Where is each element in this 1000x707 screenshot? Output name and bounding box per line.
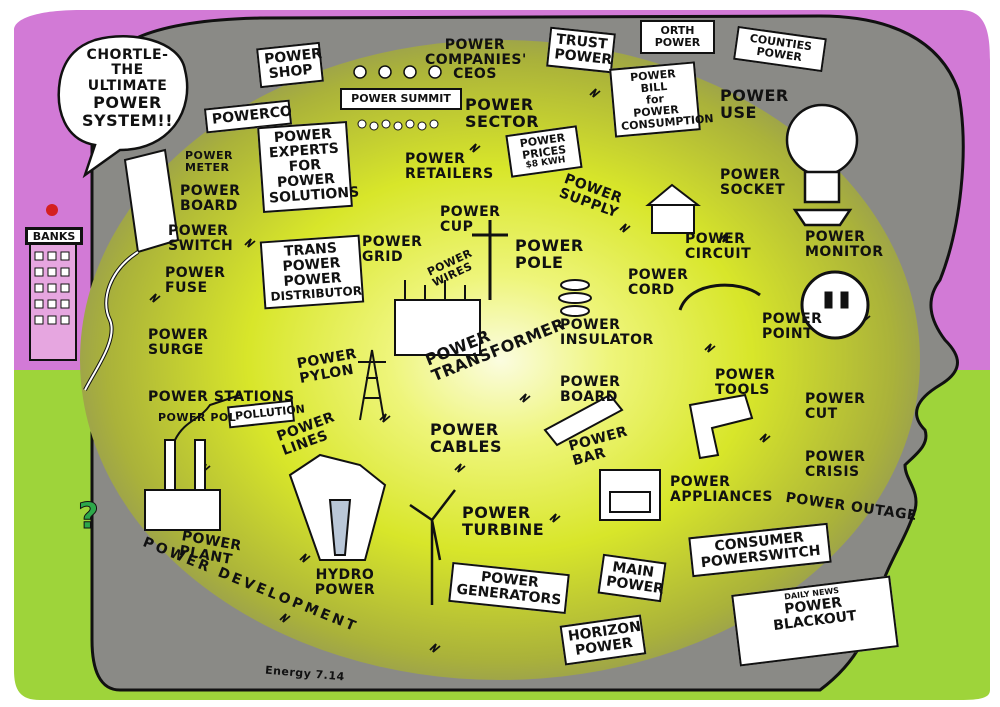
- meter-box-icon: [83, 148, 180, 391]
- question-mark-icon: ?: [78, 496, 99, 537]
- power-cord-label: POWER CORD: [628, 267, 689, 298]
- power-cut-label: POWER CUT: [805, 391, 866, 422]
- power-pole-icon: [472, 220, 508, 300]
- insulator-icon: [558, 279, 592, 317]
- summit-speakers-icon: [353, 65, 442, 79]
- wind-turbine-icon: [409, 489, 456, 605]
- speech-bubble: [57, 35, 189, 179]
- power-companies-ceos-label: POWER COMPANIES' CEOS: [425, 37, 527, 83]
- power-switch-label: POWER SWITCH: [168, 223, 234, 254]
- power-meter-label: POWER METER: [185, 149, 234, 174]
- power-point-outlet-icon: [800, 270, 870, 340]
- power-point-label: POWER POINT: [762, 311, 823, 342]
- power-stations-label: POWER STATIONS: [148, 389, 295, 405]
- power-turbine-label: POWER TURBINE: [462, 503, 545, 539]
- power-strip-icon: [543, 393, 624, 447]
- power-plant-icon: [144, 394, 241, 531]
- hydro-dam-icon: [288, 453, 387, 561]
- power-summit-box: POWER SUMMIT: [340, 88, 462, 110]
- power-pole-label: POWER POLE: [515, 236, 584, 272]
- substation-icon: [394, 280, 481, 356]
- power-use-label: POWER USE: [720, 86, 789, 122]
- power-circuit-label: POWER CIRCUIT: [685, 231, 752, 262]
- drill-icon: [688, 393, 754, 460]
- banks-sign: BANKS: [26, 228, 82, 244]
- power-insulator-label: POWER INSULATOR: [560, 317, 654, 348]
- power-board-left-label: POWER BOARD: [180, 183, 241, 214]
- power-surge-label: POWER SURGE: [148, 327, 209, 358]
- hydro-power-label: HYDRO POWER: [314, 567, 376, 598]
- power-cables-label: POWER CABLES: [430, 420, 502, 456]
- power-crisis-label: POWER CRISIS: [805, 449, 866, 480]
- power-retailers-label: POWER RETAILERS: [405, 151, 494, 182]
- house-icon: [645, 183, 701, 234]
- light-bulb-icon: [785, 103, 859, 227]
- power-board-center-label: POWER BOARD: [560, 374, 621, 405]
- power-fuse-label: POWER FUSE: [165, 265, 226, 296]
- power-appliances-label: POWER APPLIANCES: [670, 474, 773, 505]
- power-tools-label: POWER TOOLS: [715, 367, 776, 398]
- power-grid-label: POWER GRID: [362, 234, 423, 265]
- stove-appliance-icon: [599, 469, 661, 521]
- power-socket-label: POWER SOCKET: [720, 167, 786, 198]
- power-monitor-label: POWER MONITOR: [805, 229, 884, 260]
- audience-icon: [357, 119, 439, 131]
- pylon-icon: [358, 349, 386, 421]
- power-pol-label: POWER POL: [158, 411, 237, 424]
- power-sector-label: POWER SECTOR: [465, 95, 540, 131]
- power-cup-label: POWER CUP: [440, 204, 501, 235]
- power-cord-icon: [678, 283, 761, 311]
